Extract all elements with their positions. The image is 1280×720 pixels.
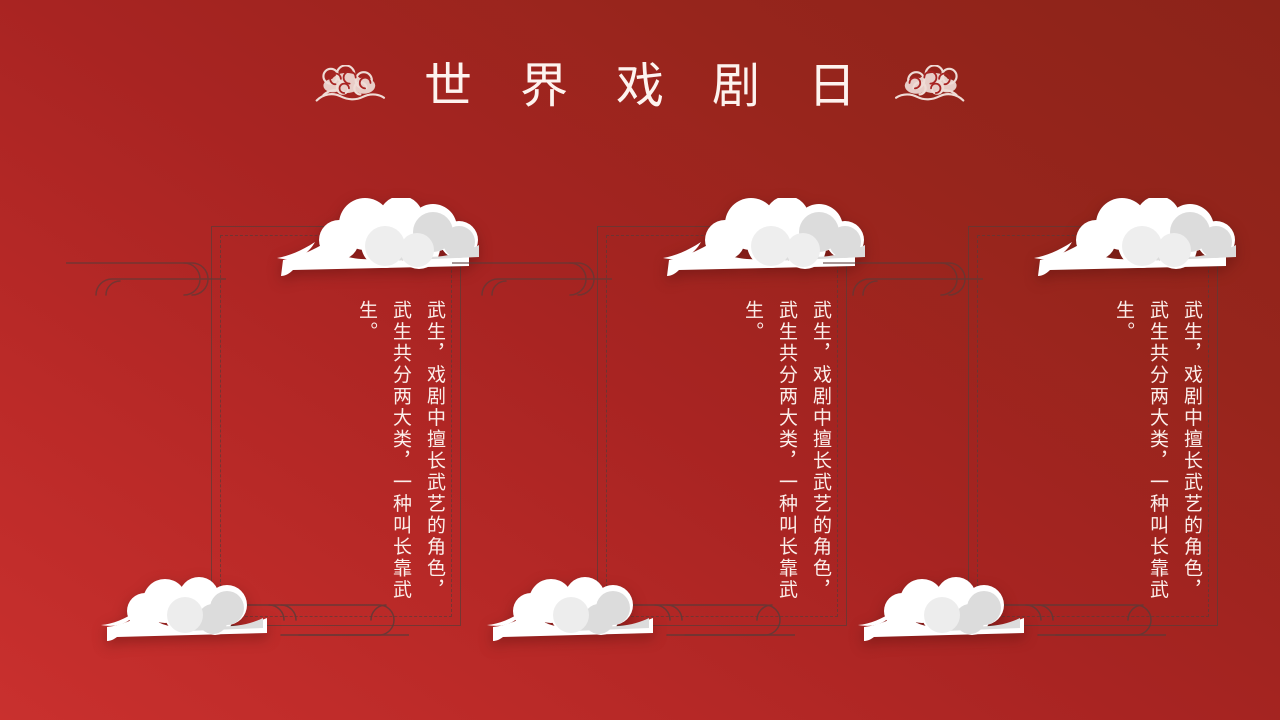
content-panel: 武生，戏剧中擅长武艺的角色， 武生共分两大类，一种叫长靠武 生。 bbox=[823, 198, 1236, 641]
title-block: 世 界 戏 剧 日 bbox=[0, 52, 1280, 122]
text-column: 生。 bbox=[742, 300, 763, 343]
content-panel: 武生，戏剧中擅长武艺的角色， 武生共分两大类，一种叫长靠武 生。 bbox=[66, 198, 479, 641]
swirl-icon bbox=[66, 262, 226, 296]
text-column: 武生共分两大类，一种叫长靠武 bbox=[1147, 300, 1168, 601]
text-column: 武生，戏剧中擅长武艺的角色， bbox=[424, 300, 445, 601]
panel-body-text: 武生，戏剧中擅长武艺的角色， 武生共分两大类，一种叫长靠武 生。 bbox=[211, 300, 461, 601]
text-column: 武生共分两大类，一种叫长靠武 bbox=[776, 300, 797, 601]
swirl-icon bbox=[452, 262, 612, 296]
page-title: 世 界 戏 剧 日 bbox=[423, 60, 874, 113]
panel-body-text: 武生，戏剧中擅长武艺的角色， 武生共分两大类，一种叫长靠武 生。 bbox=[968, 300, 1218, 601]
auspicious-cloud-icon bbox=[315, 65, 386, 102]
swirl-icon bbox=[823, 262, 983, 296]
text-column: 生。 bbox=[1113, 300, 1134, 343]
text-column: 武生，戏剧中擅长武艺的角色， bbox=[810, 300, 831, 601]
text-column: 生。 bbox=[356, 300, 377, 343]
panel-body-text: 武生，戏剧中擅长武艺的角色， 武生共分两大类，一种叫长靠武 生。 bbox=[597, 300, 847, 601]
text-column: 武生，戏剧中擅长武艺的角色， bbox=[1181, 300, 1202, 601]
auspicious-cloud-icon bbox=[894, 65, 965, 102]
text-column: 武生共分两大类，一种叫长靠武 bbox=[390, 300, 411, 601]
content-panel: 武生，戏剧中擅长武艺的角色， 武生共分两大类，一种叫长靠武 生。 bbox=[452, 198, 865, 641]
